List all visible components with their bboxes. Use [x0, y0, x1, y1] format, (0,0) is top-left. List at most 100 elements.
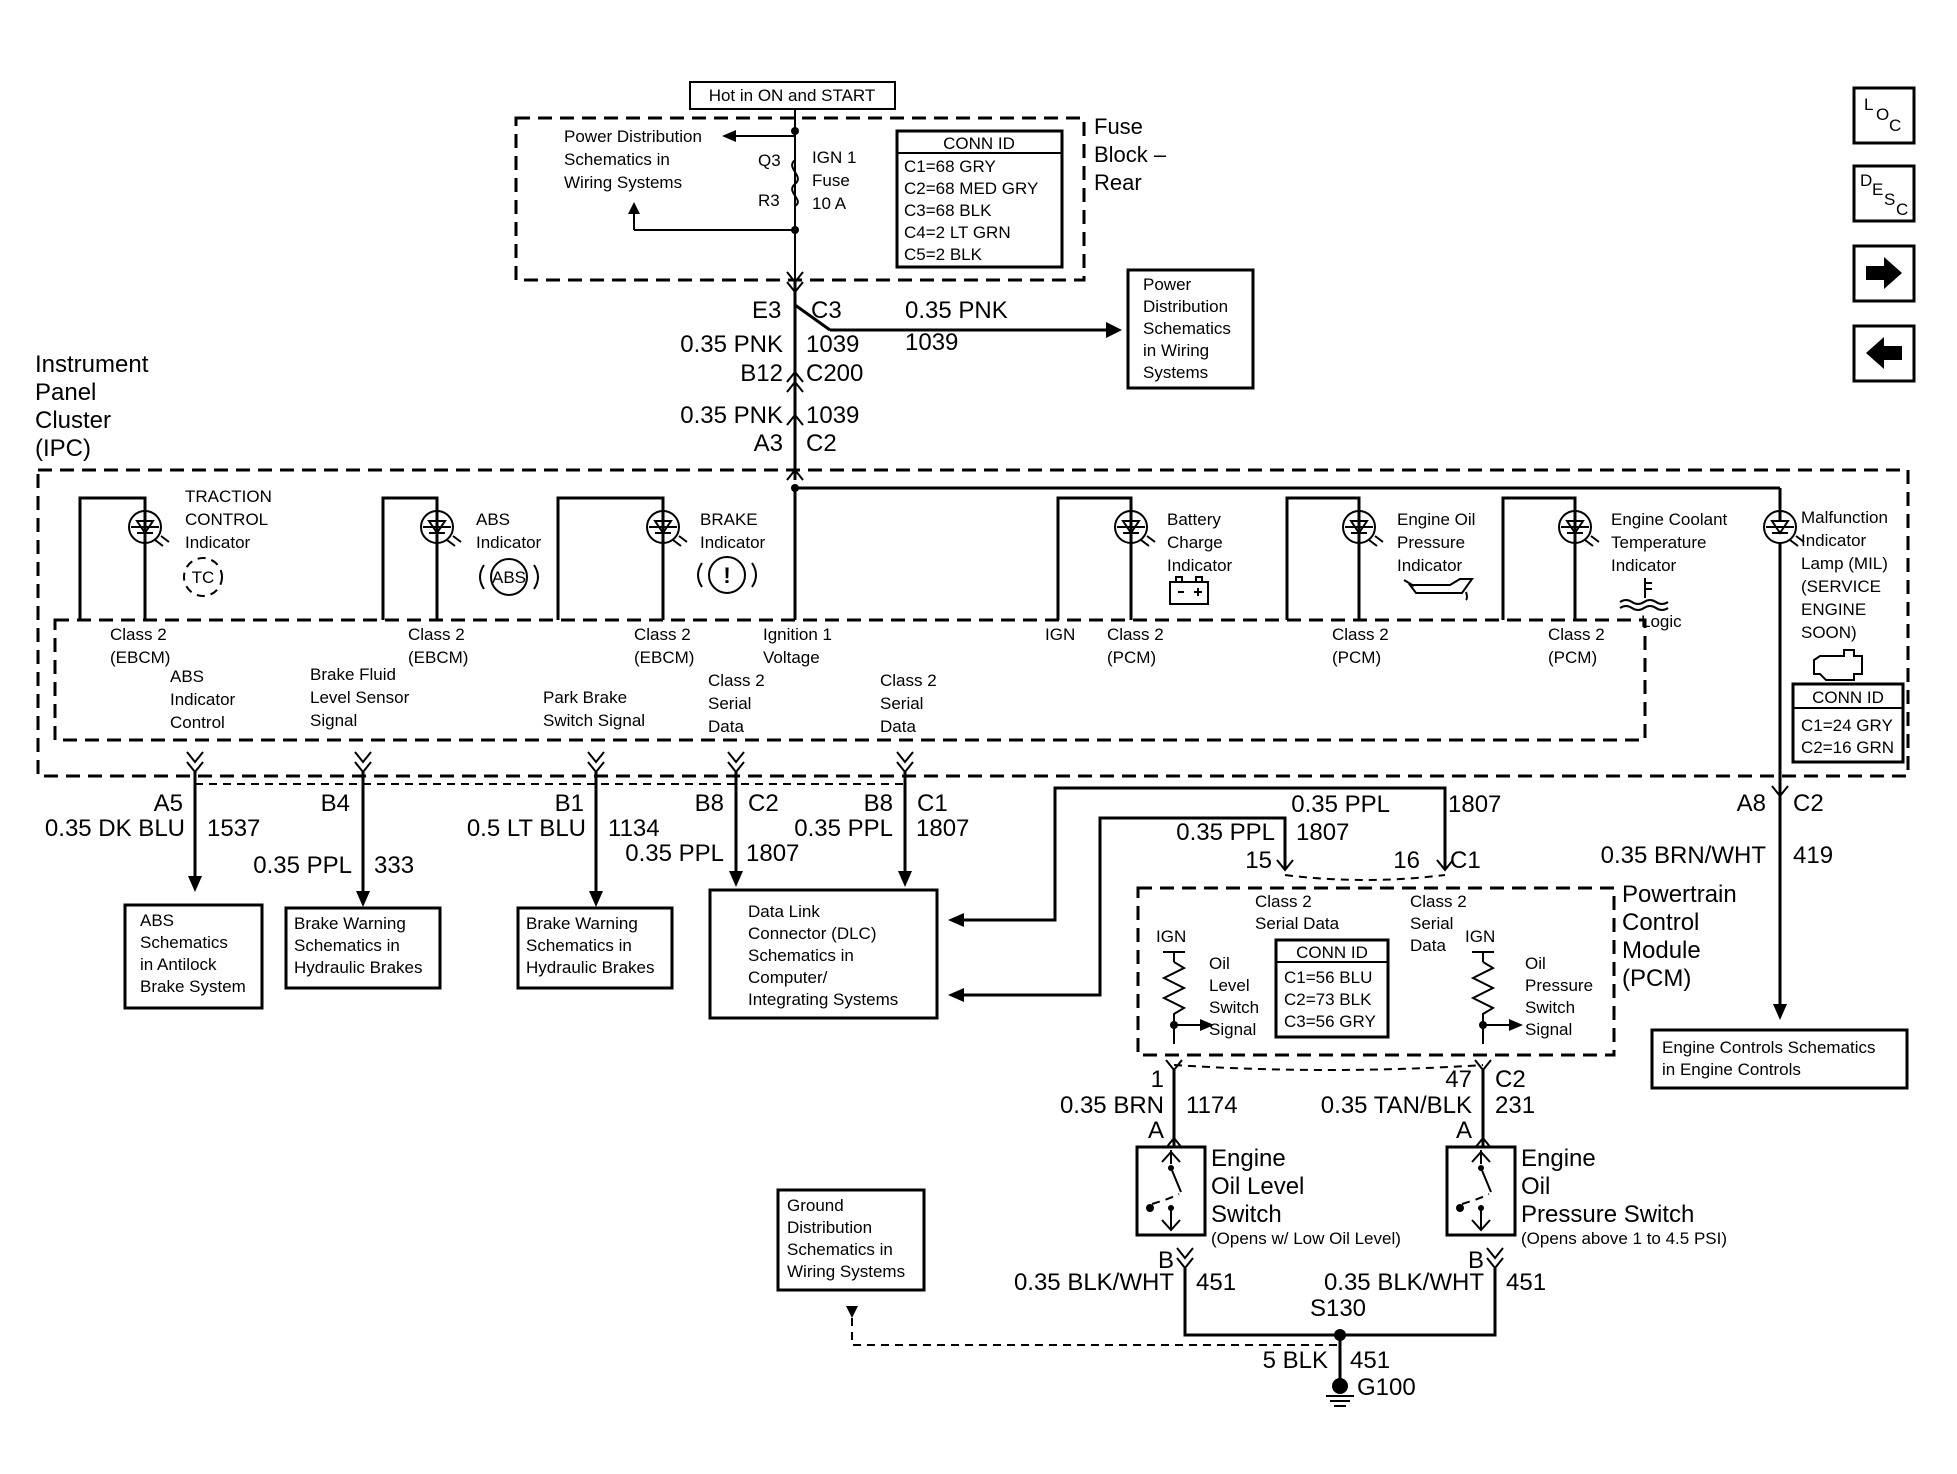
oil-press-sig-2: Pressure: [1525, 976, 1593, 995]
bf-circ-label: 333: [374, 852, 414, 879]
pcm-title-3: Module: [1622, 937, 1701, 964]
ground-icon: [1326, 1378, 1354, 1407]
brn-wire-label: 0.35 BRN: [1060, 1092, 1164, 1119]
r3-label: R3: [758, 191, 780, 210]
bw1-2: Schematics in: [294, 936, 400, 955]
abs-circ-label: 1537: [207, 815, 260, 842]
level-switch-1: Engine: [1211, 1145, 1286, 1172]
tan-circ-label: 231: [1495, 1092, 1535, 1119]
circ-right-label: 1039: [905, 329, 958, 356]
fuse-block: Hot in ON and START Fuse Block – Rear Po…: [514, 81, 1167, 282]
bw2-3: Hydraulic Brakes: [526, 958, 655, 977]
serial2-a: Class 2: [880, 671, 937, 690]
ipc-title-3: Cluster: [35, 407, 111, 434]
nav-buttons: L O C D E S C: [1852, 86, 1916, 383]
switches-ground: 1 0.35 BRN 1174 A 47 C2 0.35 TAN/BLK 231…: [776, 1059, 1727, 1407]
prev-button[interactable]: [1852, 324, 1916, 383]
q3-label: Q3: [758, 151, 781, 170]
park-brake-b: Switch Signal: [543, 711, 645, 730]
abs-label-1: ABS: [476, 510, 510, 529]
oil-press-sig-3: Switch: [1525, 998, 1575, 1017]
fuse-label-3: 10 A: [812, 194, 847, 213]
sd1-wire-label: 0.35 PPL: [625, 840, 724, 867]
level-switch-3: Switch: [1211, 1201, 1282, 1228]
ppl-mid-circ: 1807: [1296, 819, 1349, 846]
pcm: Powertrain Control Module (PCM) Class 2 …: [1136, 881, 1737, 1057]
pcm-serial-left-2: Serial Data: [1255, 914, 1340, 933]
b-left-label: B: [1158, 1247, 1174, 1274]
fuse-conn-2: C2=68 MED GRY: [904, 179, 1038, 198]
abs-ctrl-b: Indicator: [170, 690, 236, 709]
battery-icon: [1169, 576, 1209, 605]
engine-controls-box[interactable]: [1650, 1028, 1909, 1090]
next-button[interactable]: [1852, 244, 1916, 303]
ipc-title-2: Panel: [35, 379, 96, 406]
fuse-conn-1: C1=68 GRY: [904, 157, 996, 176]
mil-label-2: Indicator: [1801, 531, 1867, 550]
ign-volt-b: Voltage: [763, 648, 820, 667]
brake-warning-box-2[interactable]: [516, 906, 674, 990]
brake-fluid-a: Brake Fluid: [310, 665, 396, 684]
oil-level-sig-3: Switch: [1209, 998, 1259, 1017]
abs-schematics-box[interactable]: [123, 903, 264, 1010]
svg-text:C: C: [1896, 200, 1908, 219]
fuse-label-2: Fuse: [812, 171, 850, 190]
a3-label: A3: [754, 430, 783, 457]
output-wires: A5 0.35 DK BLU 1537 B4 0.35 PPL 333 B1 0…: [45, 751, 1909, 1090]
abs-box-4: Brake System: [140, 977, 246, 996]
b4-label: B4: [321, 790, 350, 817]
blk-left-circ: 451: [1196, 1269, 1236, 1296]
c2-label: C2: [806, 430, 837, 457]
svg-text:E: E: [1872, 180, 1883, 199]
ground-dist-box[interactable]: [776, 1188, 926, 1292]
pcm-frame: [1136, 886, 1616, 1057]
resistor-right-icon: [1470, 961, 1496, 1044]
pcm-title-4: (PCM): [1622, 965, 1691, 992]
dlc-box[interactable]: [708, 888, 939, 1020]
dlc-3: Schematics in: [748, 946, 854, 965]
arrow-up-icon: [628, 202, 640, 214]
c2a-label: C2: [748, 790, 779, 817]
press-note: (Opens above 1 to 4.5 PSI): [1521, 1229, 1727, 1248]
mil-label-6: SOON): [1801, 623, 1857, 642]
svg-text:C: C: [1889, 116, 1901, 135]
svg-text:S: S: [1884, 190, 1895, 209]
abs-box-2: Schematics: [140, 933, 228, 952]
class2-pcm-3a: Class 2: [1548, 625, 1605, 644]
class2-pcm-1b: (PCM): [1107, 648, 1156, 667]
e3-label: E3: [752, 297, 781, 324]
fuse-block-title-1: Fuse: [1094, 114, 1143, 139]
mil-label-1: Malfunction: [1801, 508, 1888, 527]
brake-fluid-c: Signal: [310, 711, 357, 730]
ipc-conn-id-box: [1791, 682, 1905, 764]
loc-button[interactable]: L O C: [1852, 86, 1916, 145]
oil-press-sig-4: Signal: [1525, 1020, 1572, 1039]
gnd-wire-label: 5 BLK: [1263, 1347, 1328, 1374]
abs-lamp-icon: [420, 510, 462, 547]
c3-label: C3: [811, 297, 842, 324]
b-right-label: B: [1468, 1247, 1484, 1274]
hot-label: Hot in ON and START: [709, 86, 876, 105]
ign-label: IGN: [1045, 625, 1075, 644]
class2-pcm-1a: Class 2: [1107, 625, 1164, 644]
coolant-lamp-icon: [1558, 510, 1600, 547]
brake-warning-box-1[interactable]: [284, 906, 442, 990]
pb-wire-label: 0.5 LT BLU: [467, 815, 586, 842]
fuse-conn-title: CONN ID: [943, 134, 1015, 153]
press-switch-2: Oil: [1521, 1173, 1550, 1200]
a-right-label: A: [1456, 1117, 1472, 1144]
gnd-circ-label: 451: [1350, 1347, 1390, 1374]
ipc-title-1: Instrument: [35, 351, 149, 378]
power-dist-box[interactable]: [1126, 268, 1255, 390]
abs-box-1: ABS: [140, 911, 174, 930]
pd-box-2: Distribution: [1143, 297, 1228, 316]
pcm-conn-3: C3=56 GRY: [1284, 1012, 1376, 1031]
dlc-5: Integrating Systems: [748, 990, 898, 1009]
pin47-label: 47: [1445, 1066, 1472, 1093]
bf-wire-label: 0.35 PPL: [253, 852, 352, 879]
pcm-title-1: Powertrain: [1622, 881, 1737, 908]
c1b-label: C1: [917, 790, 948, 817]
blk-right-circ: 451: [1506, 1269, 1546, 1296]
desc-button[interactable]: D E S C: [1852, 164, 1916, 223]
